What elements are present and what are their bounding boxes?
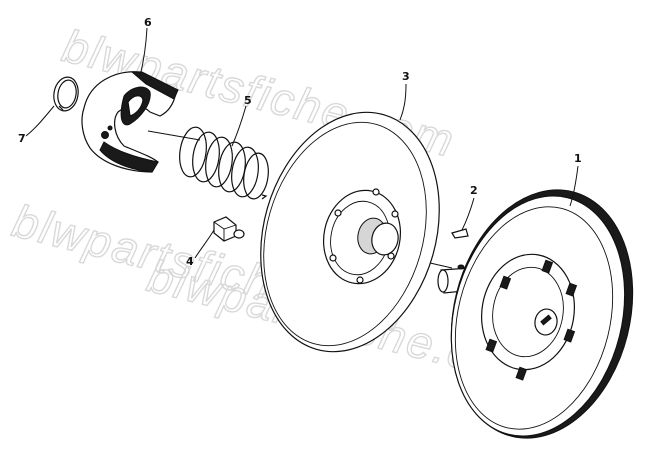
callout-6: 6 [144,16,152,29]
part-4-button [213,216,245,242]
part-2-key [451,228,469,239]
callout-labels: 1 2 3 4 5 6 7 [18,16,582,268]
callout-4: 4 [186,255,194,268]
callout-5: 5 [244,94,252,107]
leader-lines [25,27,579,259]
part-5-spring [179,126,269,200]
part-7-snap-ring [53,76,79,112]
callout-7: 7 [18,132,26,145]
part-6-spider [81,71,179,173]
part-3-movable-sheave [260,111,440,353]
callout-3: 3 [402,70,410,83]
callout-2: 2 [470,184,478,197]
part-1-fixed-sheave [437,189,634,439]
callout-1: 1 [574,152,582,165]
